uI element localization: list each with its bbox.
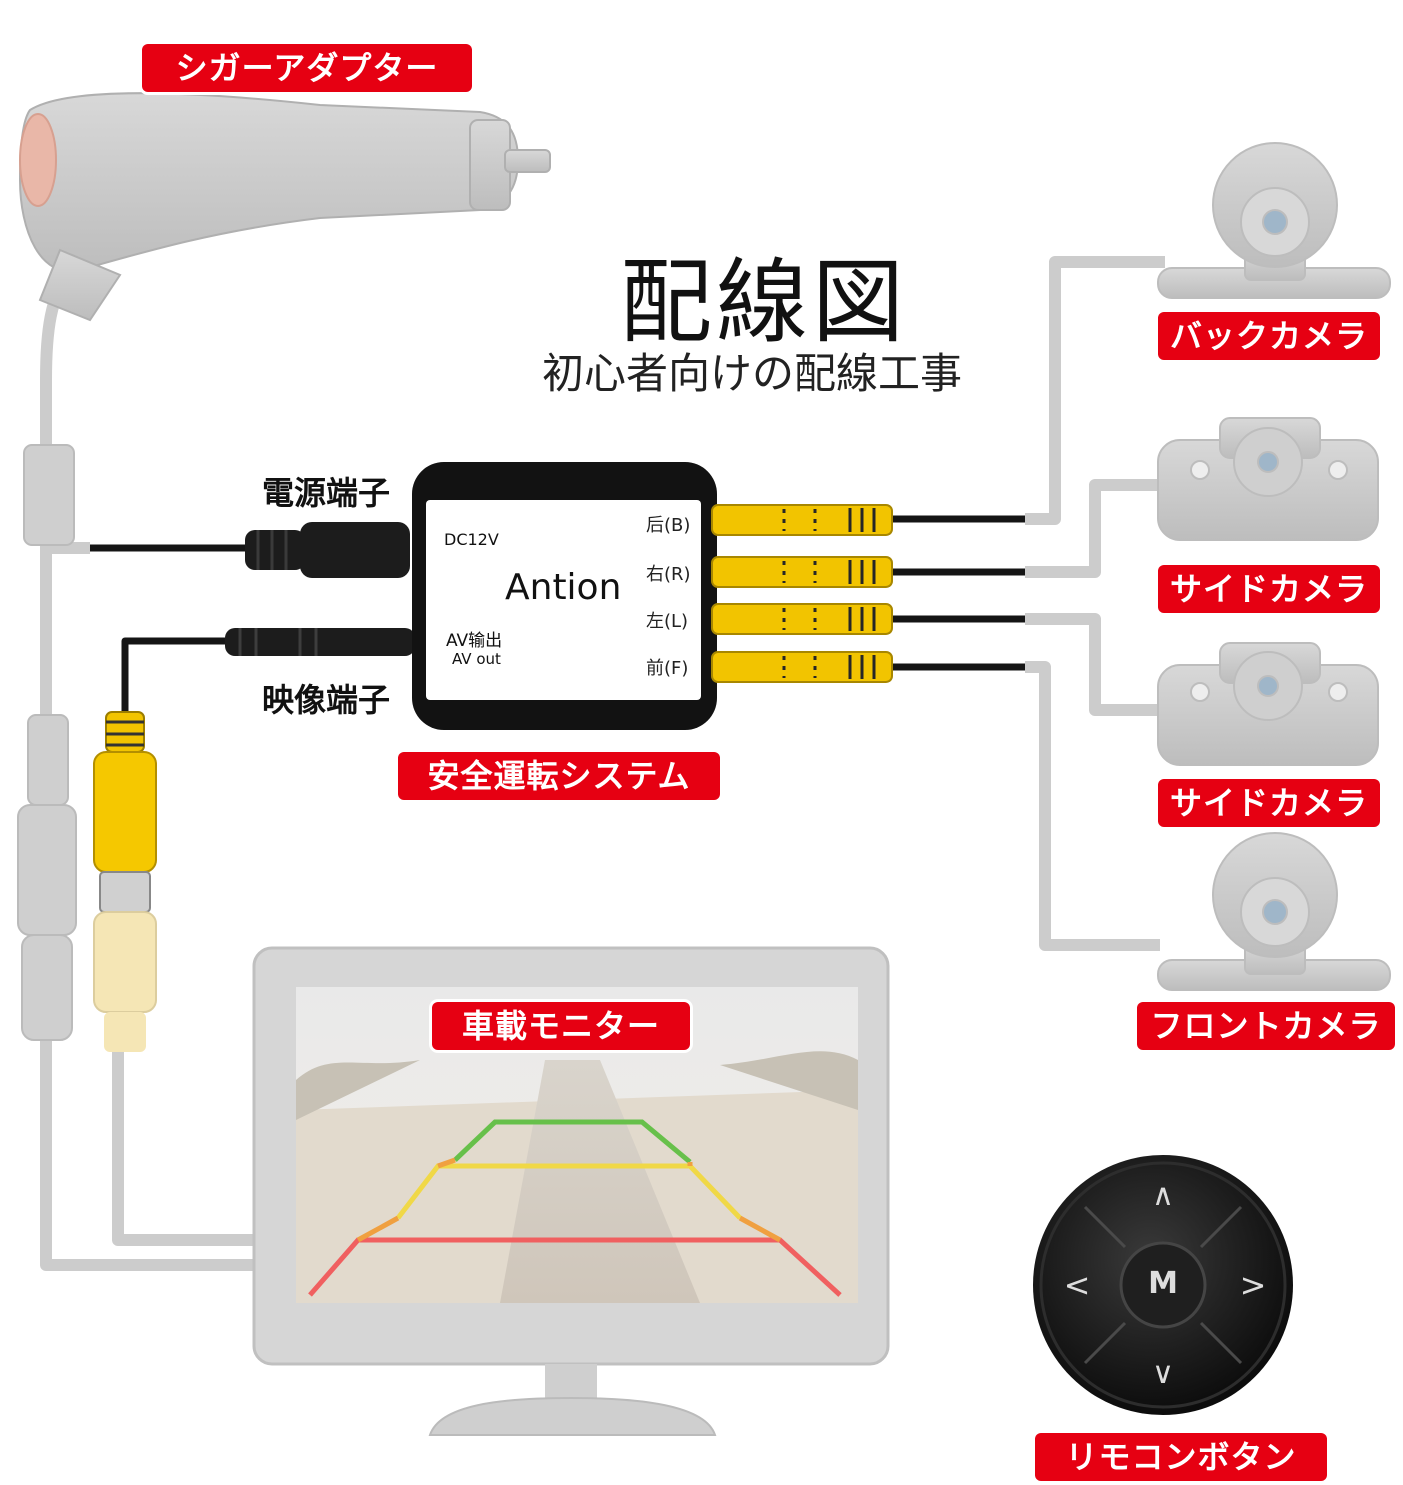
label-remote: リモコンボタン [1035,1433,1327,1481]
page-title: 配線図 [620,249,909,356]
cigar-adapter-illustration [18,92,551,322]
remote-down-button[interactable]: ∨ [1152,1356,1174,1391]
box-av-out-en: AV out [452,650,501,668]
connector-ribs [782,509,817,678]
channel-connectors [711,504,893,683]
label-video-terminal: 映像端子 [262,681,391,719]
rca-plug [93,711,157,1052]
back-camera-illustration [1157,142,1391,299]
control-box [412,462,717,730]
dc-plug [245,522,410,578]
av-plug [225,628,415,656]
remote-illustration [1033,1155,1293,1415]
page-subtitle: 初心者向けの配線工事 [542,349,963,398]
remote-mode-button[interactable]: M [1148,1266,1178,1301]
ferrite-chokes [17,444,77,1041]
label-safety-system: 安全運転システム [398,752,720,800]
remote-up-button[interactable]: ∧ [1152,1178,1174,1213]
front-camera-illustration [1157,832,1391,991]
channel-label-left: 左(L) [646,611,689,632]
box-dc-label: DC12V [444,530,499,549]
connector-grips [848,508,876,679]
channel-label-right: 右(R) [646,564,691,585]
channel-label-back: 后(B) [646,515,691,536]
black-cables [90,515,1025,718]
box-brand: Antion [505,567,622,608]
label-back-camera: バックカメラ [1158,312,1380,360]
label-side-camera-1: サイドカメラ [1158,565,1380,613]
side-camera-1-illustration [1157,417,1379,541]
channel-label-front: 前(F) [646,658,689,679]
box-av-out-cn: AV输出 [446,631,503,651]
remote-right-button[interactable]: > [1239,1266,1267,1304]
label-power-terminal: 電源端子 [262,474,391,512]
label-front-camera: フロントカメラ [1137,1002,1395,1050]
label-monitor: 車載モニター [432,1002,690,1050]
label-side-camera-2: サイドカメラ [1158,779,1380,827]
monitor-illustration [252,946,890,1436]
remote-left-button[interactable]: < [1063,1266,1091,1304]
side-camera-2-illustration [1157,642,1379,766]
label-cigar-adapter: シガーアダプター [142,44,472,92]
